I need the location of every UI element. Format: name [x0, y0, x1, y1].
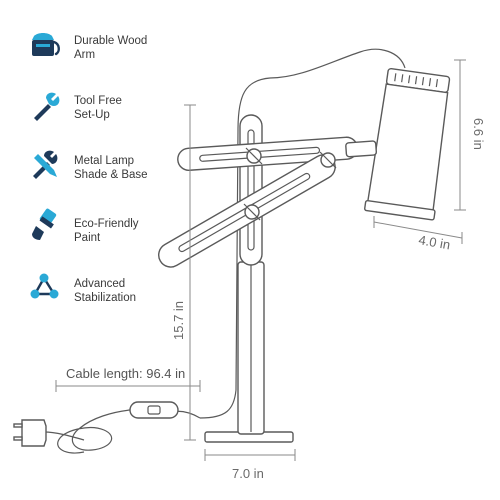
- coiled-cord: [57, 409, 131, 454]
- knob-upper: [245, 147, 263, 165]
- paintbrush-icon: [32, 208, 57, 240]
- feature-label-2b: Set-Up: [74, 109, 110, 121]
- feature-label-2: Tool Free: [74, 95, 122, 107]
- knob-lower: [243, 203, 261, 221]
- dim-lamp-height: [184, 104, 196, 441]
- lamp-shade: [364, 67, 451, 221]
- stabilization-icon: [30, 273, 59, 299]
- feature-label-1b: Arm: [74, 49, 95, 61]
- cable-length-label: Cable length: 96.4 in: [66, 366, 185, 381]
- power-cord: [199, 48, 406, 419]
- dim-base-width: [204, 449, 296, 461]
- feature-label-5: Advanced: [74, 278, 125, 290]
- feature-label-3b: Shade & Base: [74, 169, 148, 181]
- dim-cable-length: [55, 380, 201, 392]
- shade-width-label: 4.0 in: [417, 232, 451, 252]
- shade-height-label: 6.6 in: [471, 118, 486, 150]
- cord-switch: [129, 401, 179, 419]
- feature-label-1: Durable Wood: [74, 35, 147, 47]
- tools-icon: [33, 150, 58, 179]
- knob-right: [319, 151, 337, 169]
- dim-shade-width: [373, 216, 463, 244]
- feature-label-4b: Paint: [74, 232, 101, 244]
- feature-label-3: Metal Lamp: [74, 155, 134, 167]
- dim-shade-height: [454, 59, 466, 211]
- lamp-height-label: 15.7 in: [171, 301, 186, 340]
- wood-arm-icon: [32, 33, 60, 56]
- wrench-icon: [34, 92, 60, 121]
- feature-label-4: Eco-Friendly: [74, 218, 139, 230]
- feature-label-5b: Stabilization: [74, 292, 136, 304]
- shade-mount: [345, 140, 378, 158]
- plug: [13, 419, 47, 447]
- base-width-label: 7.0 in: [232, 466, 264, 481]
